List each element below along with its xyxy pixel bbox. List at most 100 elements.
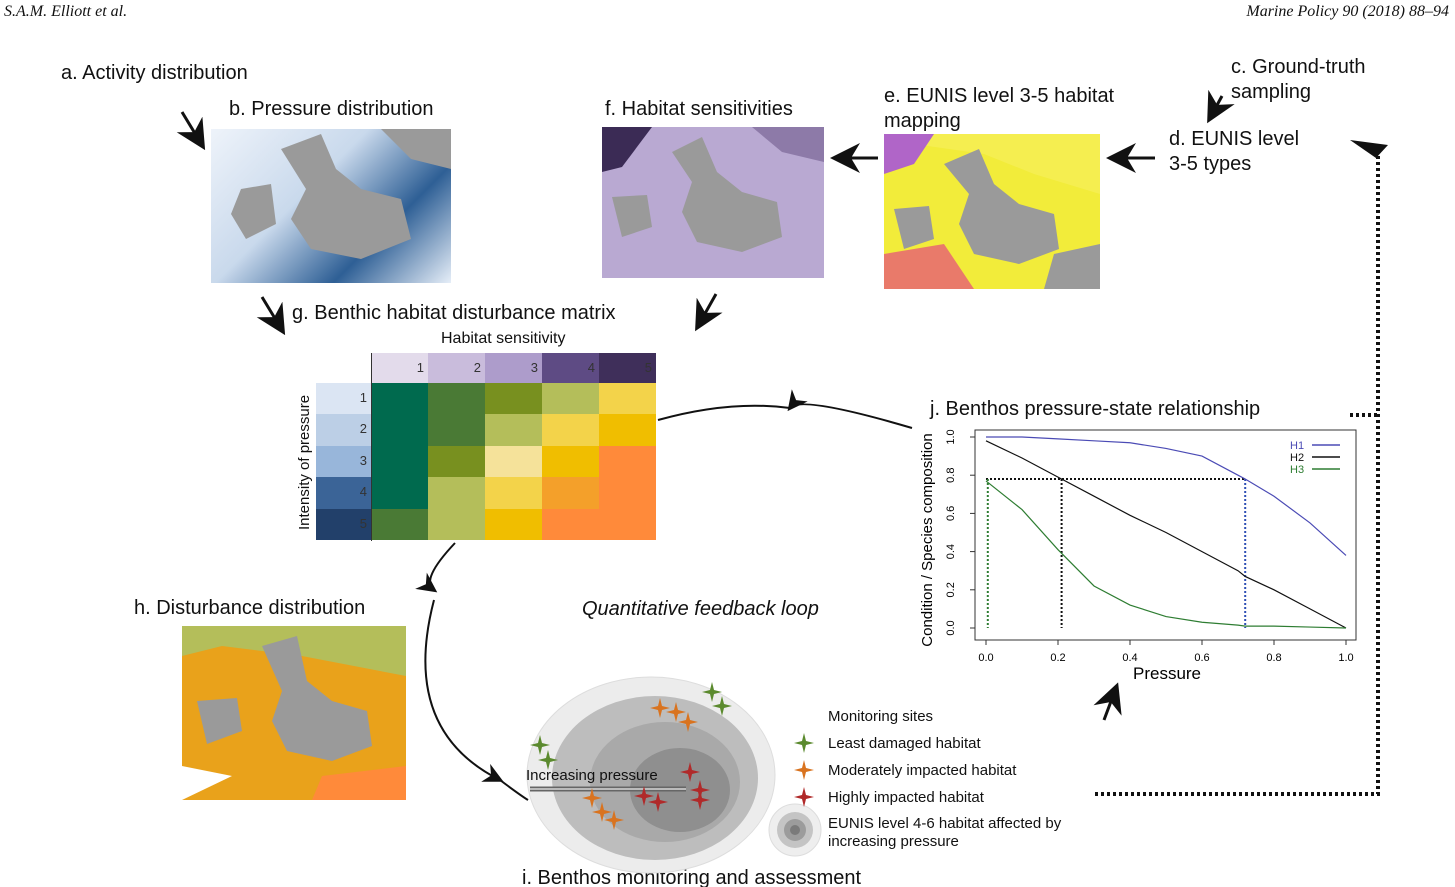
monitoring-site-star-icon <box>702 682 722 702</box>
label-b: b. Pressure distribution <box>229 98 434 120</box>
eunis-habitat-map <box>884 134 1100 289</box>
label-g: g. Benthic habitat disturbance matrix <box>292 302 616 324</box>
y-tick-label: 0.8 <box>945 468 957 483</box>
x-tick-label: 0.8 <box>1266 652 1281 664</box>
legend-least-damaged: Least damaged habitat <box>828 735 981 752</box>
monitoring-site-star-icon <box>634 786 654 806</box>
matrix-cell-p1-s4 <box>542 383 599 415</box>
legend-moderately-impacted: Moderately impacted habitat <box>828 762 1017 779</box>
monitoring-site-star-icon <box>712 696 732 716</box>
matrix-cell-p1-s1 <box>371 383 428 415</box>
x-tick-label: 0.2 <box>1050 652 1065 664</box>
sensitivity-header-1: 1 <box>371 353 428 383</box>
matrix-cell-p4-s5 <box>599 477 656 509</box>
sensitivity-header-5: 5 <box>599 353 656 383</box>
x-tick-label: 0.4 <box>1122 652 1137 664</box>
y-tick-label: 0.4 <box>945 544 957 559</box>
sensitivity-header-3: 3 <box>485 353 542 383</box>
matrix-cell-p3-s4 <box>542 445 599 478</box>
y-tick-label: 1.0 <box>945 429 957 444</box>
y-tick-label: 0.6 <box>945 506 957 521</box>
orange-star-icon <box>794 760 814 780</box>
matrix-cell-p5-s3 <box>485 508 542 540</box>
red-star-icon <box>794 787 814 807</box>
label-e2: mapping <box>884 110 961 132</box>
matrix-cell-p2-s2 <box>428 414 485 446</box>
running-header-journal: Marine Policy 90 (2018) 88–94 <box>1246 3 1449 20</box>
legend-label-H3: H3 <box>1290 464 1304 476</box>
monitoring-site-star-icon <box>690 790 710 810</box>
matrix-cell-p4-s4 <box>542 477 599 509</box>
label-h: h. Disturbance distribution <box>134 597 366 619</box>
pressure-header-3: 3 <box>316 445 371 478</box>
matrix-cell-p2-s4 <box>542 414 599 446</box>
label-e1: e. EUNIS level 3-5 habitat <box>884 85 1115 107</box>
label-a: a. Activity distribution <box>61 62 248 84</box>
matrix-cell-p5-s1 <box>371 508 428 540</box>
matrix-col-title: Habitat sensitivity <box>441 330 566 347</box>
matrix-cell-p1-s3 <box>485 383 542 415</box>
matrix-cell-p3-s3 <box>485 445 542 478</box>
label-j: j. Benthos pressure-state relationship <box>930 398 1261 420</box>
matrix-cell-p4-s2 <box>428 477 485 509</box>
sensitivity-header-4: 4 <box>542 353 599 383</box>
feedback-loop-label: Quantitative feedback loop <box>582 598 819 620</box>
monitoring-site-star-icon <box>680 762 700 782</box>
matrix-cell-p2-s1 <box>371 414 428 446</box>
green-star-icon <box>794 733 814 753</box>
matrix-cell-p5-s4 <box>542 508 599 540</box>
monitoring-site-star-icon <box>678 712 698 732</box>
monitoring-site-star-icon <box>582 788 602 808</box>
matrix-cell-p3-s1 <box>371 445 428 478</box>
y-axis-label: Condition / Species composition <box>919 433 936 646</box>
matrix-cell-p1-s2 <box>428 383 485 415</box>
matrix-cell-p4-s3 <box>485 477 542 509</box>
matrix-cell-p2-s5 <box>599 414 656 446</box>
label-i: i. Benthos monitoring and assessment <box>522 867 862 887</box>
matrix-cell-p1-s5 <box>599 383 656 415</box>
matrix-cell-p5-s2 <box>428 508 485 540</box>
pressure-header-4: 4 <box>316 477 371 509</box>
matrix-cell-p3-s2 <box>428 445 485 478</box>
monitoring-site-star-icon <box>604 810 624 830</box>
monitoring-site-star-icon <box>530 735 550 755</box>
pressure-distribution-map <box>211 129 451 283</box>
legend-highly-impacted: Highly impacted habitat <box>828 789 984 806</box>
monitoring-site-star-icon <box>666 702 686 722</box>
series-line-H1 <box>986 436 1347 556</box>
legend-title: Monitoring sites <box>828 708 934 725</box>
label-f: f. Habitat sensitivities <box>605 98 793 120</box>
matrix-cell-p4-s1 <box>371 477 428 509</box>
running-header-authors: S.A.M. Elliott et al. <box>4 3 128 20</box>
legend-habitat-2: increasing pressure <box>828 833 959 850</box>
label-d2: 3-5 types <box>1169 153 1252 175</box>
matrix-cell-p5-s5 <box>599 508 656 540</box>
y-tick-label: 0.2 <box>945 582 957 597</box>
legend-habitat-1: EUNIS level 4-6 habitat affected by <box>828 815 1062 832</box>
series-line-H3 <box>985 480 1347 629</box>
pressure-header-5: 5 <box>316 508 371 540</box>
habitat-sensitivities-map <box>602 127 824 278</box>
x-tick-label: 0.0 <box>978 652 993 664</box>
matrix-cell-p2-s3 <box>485 414 542 446</box>
x-tick-label: 0.6 <box>1194 652 1209 664</box>
label-d1: d. EUNIS level <box>1169 128 1300 150</box>
pressure-header-1: 1 <box>316 383 371 415</box>
matrix-divider <box>371 353 372 541</box>
x-axis-label: Pressure <box>1133 664 1201 683</box>
pressure-header-2: 2 <box>316 414 371 446</box>
series-line-H2 <box>985 440 1347 629</box>
label-c1: c. Ground-truth <box>1231 56 1366 78</box>
monitoring-site-star-icon <box>538 750 558 770</box>
monitoring-site-star-icon <box>648 792 668 812</box>
sensitivity-header-2: 2 <box>428 353 485 383</box>
matrix-cell-p3-s5 <box>599 445 656 478</box>
plot-frame <box>974 429 1357 641</box>
disturbance-distribution-map <box>182 626 406 800</box>
monitoring-site-star-icon <box>592 802 612 822</box>
